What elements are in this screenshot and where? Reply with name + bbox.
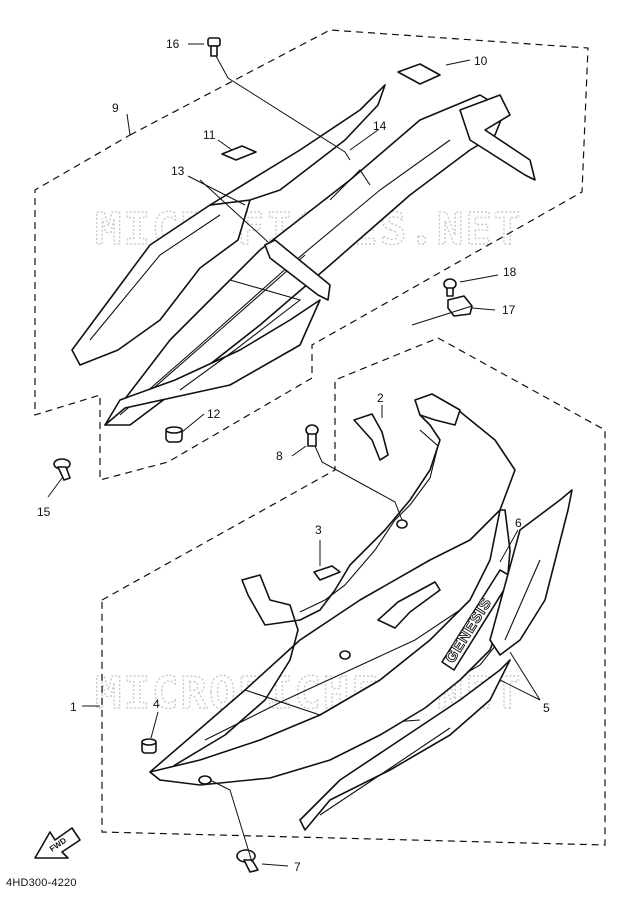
callout-17: 17 xyxy=(502,303,516,317)
callout-14: 14 xyxy=(373,119,387,133)
callout-11: 11 xyxy=(203,128,216,142)
callout-16: 16 xyxy=(166,37,180,51)
trim-strips-5 xyxy=(299,489,573,831)
callout-13: 13 xyxy=(171,164,185,178)
pad-11 xyxy=(221,145,257,161)
screw-7-icon xyxy=(236,849,259,873)
clip-17-icon xyxy=(447,295,473,317)
leader-17-mount xyxy=(411,305,473,326)
grommet-4-icon xyxy=(141,738,157,754)
pad-2 xyxy=(353,413,389,461)
forward-arrow-icon: FWD xyxy=(34,827,81,859)
leader-16-mount xyxy=(215,55,351,161)
callout-3: 3 xyxy=(315,523,322,537)
callout-2: 2 xyxy=(377,391,384,405)
drawing-code: 4HD300-4220 xyxy=(6,877,77,889)
callout-6: 6 xyxy=(515,516,522,530)
callout-1: 1 xyxy=(70,700,77,714)
callout-9: 9 xyxy=(112,101,119,115)
callout-4: 4 xyxy=(153,697,160,711)
pad-10 xyxy=(397,63,441,85)
callout-12: 12 xyxy=(207,407,221,421)
callout-7: 7 xyxy=(294,860,301,874)
side-cover-part: GENESIS xyxy=(149,393,516,786)
bolt-16-icon xyxy=(207,37,221,57)
leader-8-mount xyxy=(314,445,403,521)
callout-8: 8 xyxy=(276,449,283,463)
clip-8-icon xyxy=(305,424,319,447)
pad-3 xyxy=(313,565,341,581)
screw-18-icon xyxy=(443,278,457,297)
inner-cover-part xyxy=(71,84,536,426)
grommet-12-icon xyxy=(165,426,183,443)
lower-assembly-boundary xyxy=(101,337,606,846)
callout-18: 18 xyxy=(503,265,517,279)
callout-10: 10 xyxy=(474,54,488,68)
leader-7-mount xyxy=(209,779,253,863)
callout-15: 15 xyxy=(37,505,51,519)
callout-labels: 16 10 9 11 14 13 18 17 12 15 2 8 3 6 5 4… xyxy=(37,37,550,874)
callout-leaders xyxy=(47,43,541,867)
callout-5: 5 xyxy=(543,701,550,715)
screw-15-icon xyxy=(53,458,71,481)
